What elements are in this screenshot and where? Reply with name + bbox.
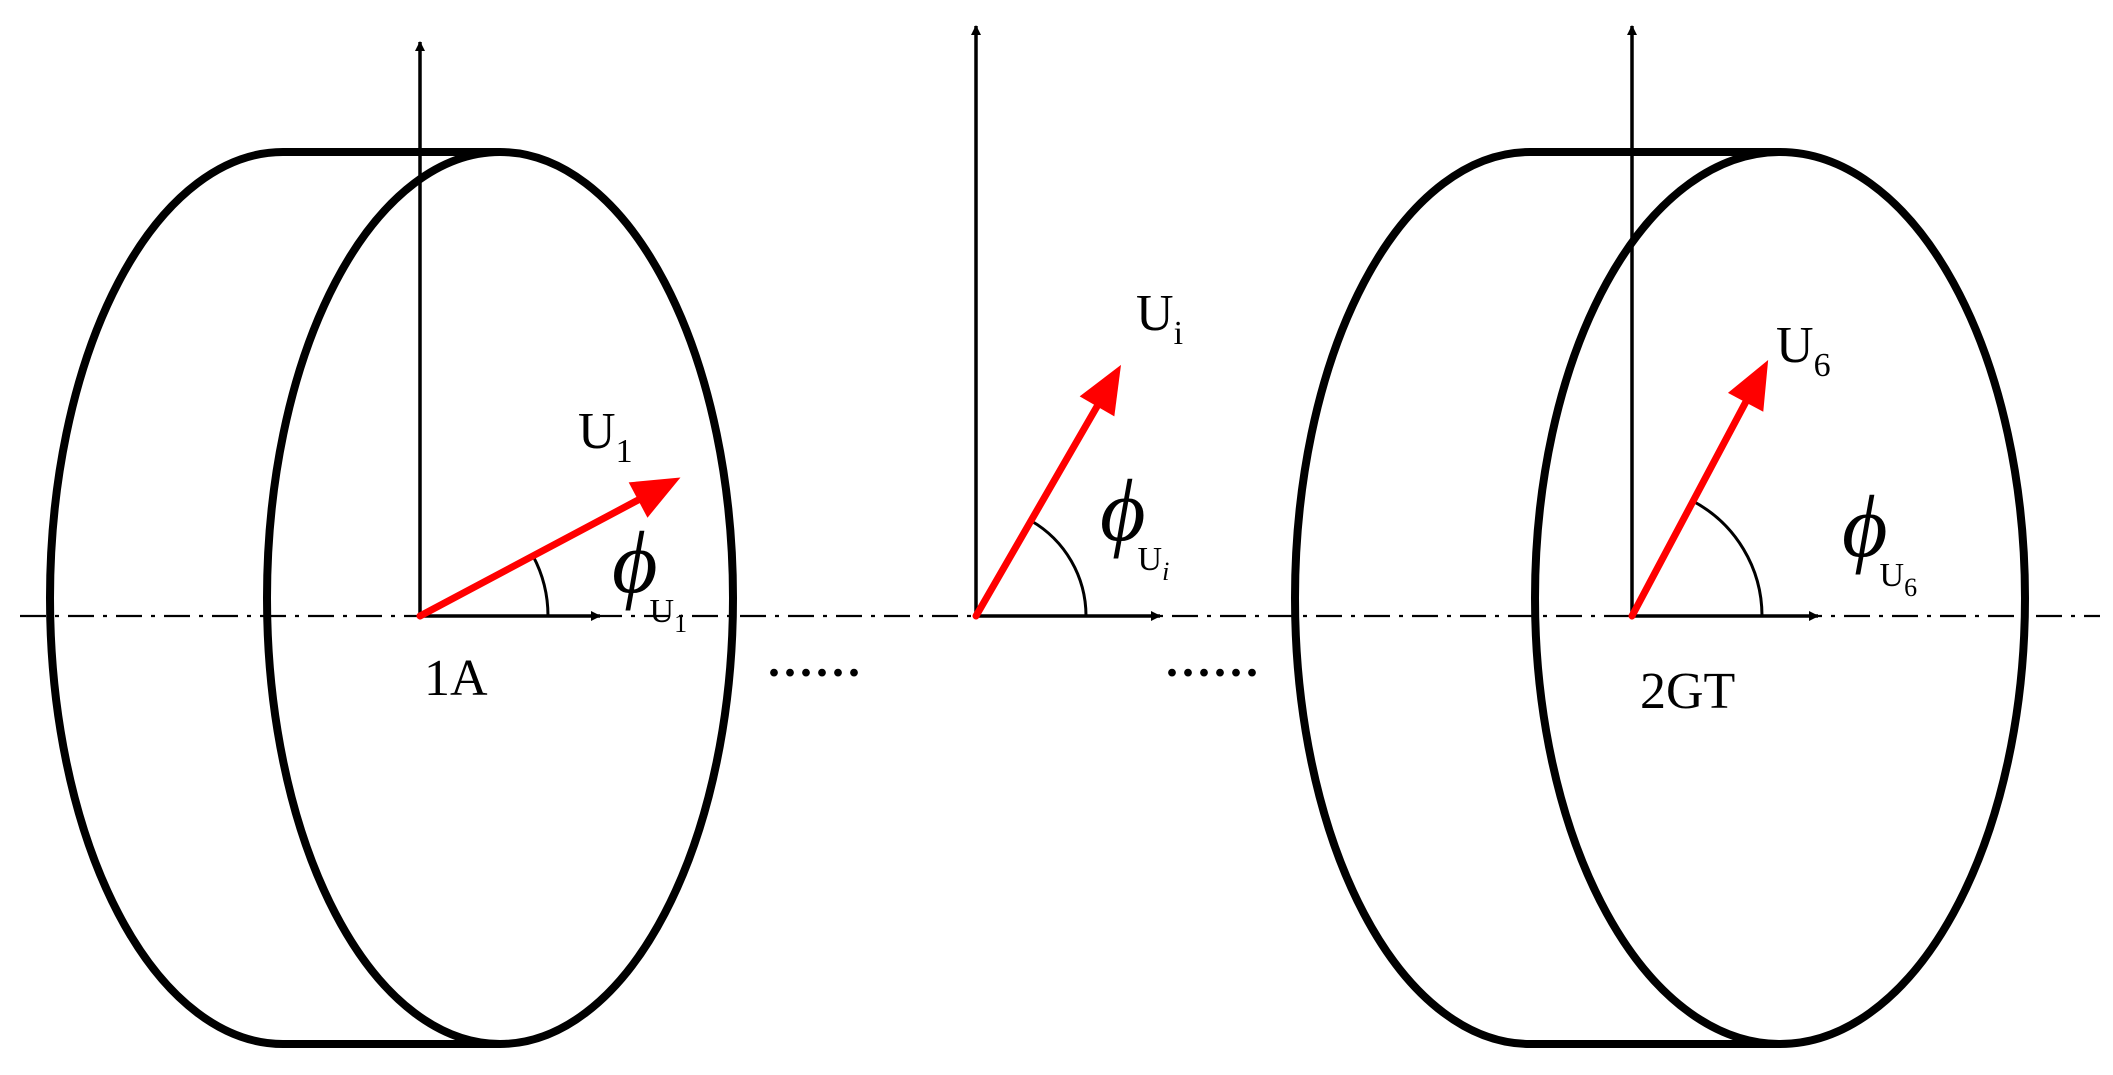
disk-1-back-face bbox=[46, 148, 284, 1048]
ellipsis-right: ...... bbox=[1166, 634, 1262, 687]
vector-arrowhead bbox=[1727, 359, 1769, 412]
vector-arrowhead bbox=[628, 477, 681, 518]
station-i-phase-angle-arc bbox=[1030, 519, 1088, 617]
station-1-phase-label: ϕU1 bbox=[612, 515, 687, 638]
station-i-phase-label: ϕUi bbox=[1100, 463, 1169, 586]
station-i-vector-label: Ui bbox=[1136, 285, 1183, 352]
station-1: U1 ϕU1 1A bbox=[415, 41, 687, 707]
disk-1-front-face bbox=[263, 148, 737, 1048]
disk-6-rim-lines bbox=[1530, 148, 1780, 1048]
vector-shaft bbox=[416, 495, 644, 620]
station-1-name: 1A bbox=[424, 650, 488, 707]
vector-shaft bbox=[1628, 397, 1751, 620]
station-1-vector-label: U1 bbox=[578, 403, 633, 470]
ellipsis-left: ...... bbox=[768, 634, 864, 687]
station-1-unbalance-vector bbox=[416, 477, 681, 620]
station-6-unbalance-vector bbox=[1628, 359, 1769, 620]
disk-6-front-face bbox=[1531, 148, 2029, 1048]
station-i-unbalance-vector bbox=[972, 364, 1121, 620]
vector-shaft bbox=[972, 401, 1102, 620]
station-1-phase-angle-arc bbox=[531, 555, 550, 617]
disk-1-rim-lines bbox=[283, 148, 500, 1048]
disk-1 bbox=[46, 148, 737, 1048]
station-6-vector-label: U6 bbox=[1776, 317, 1831, 384]
station-i: Ui ϕUi bbox=[971, 25, 1183, 621]
disk-6-back-face bbox=[1291, 148, 1531, 1048]
station-6-phase-angle-arc bbox=[1692, 499, 1764, 617]
station-6: U6 ϕU6 2GT bbox=[1627, 25, 1917, 720]
vector-arrowhead bbox=[1079, 364, 1121, 417]
disk-6 bbox=[1291, 148, 2029, 1048]
station-6-phase-label: ϕU6 bbox=[1842, 479, 1917, 602]
station-6-name: 2GT bbox=[1640, 663, 1735, 720]
